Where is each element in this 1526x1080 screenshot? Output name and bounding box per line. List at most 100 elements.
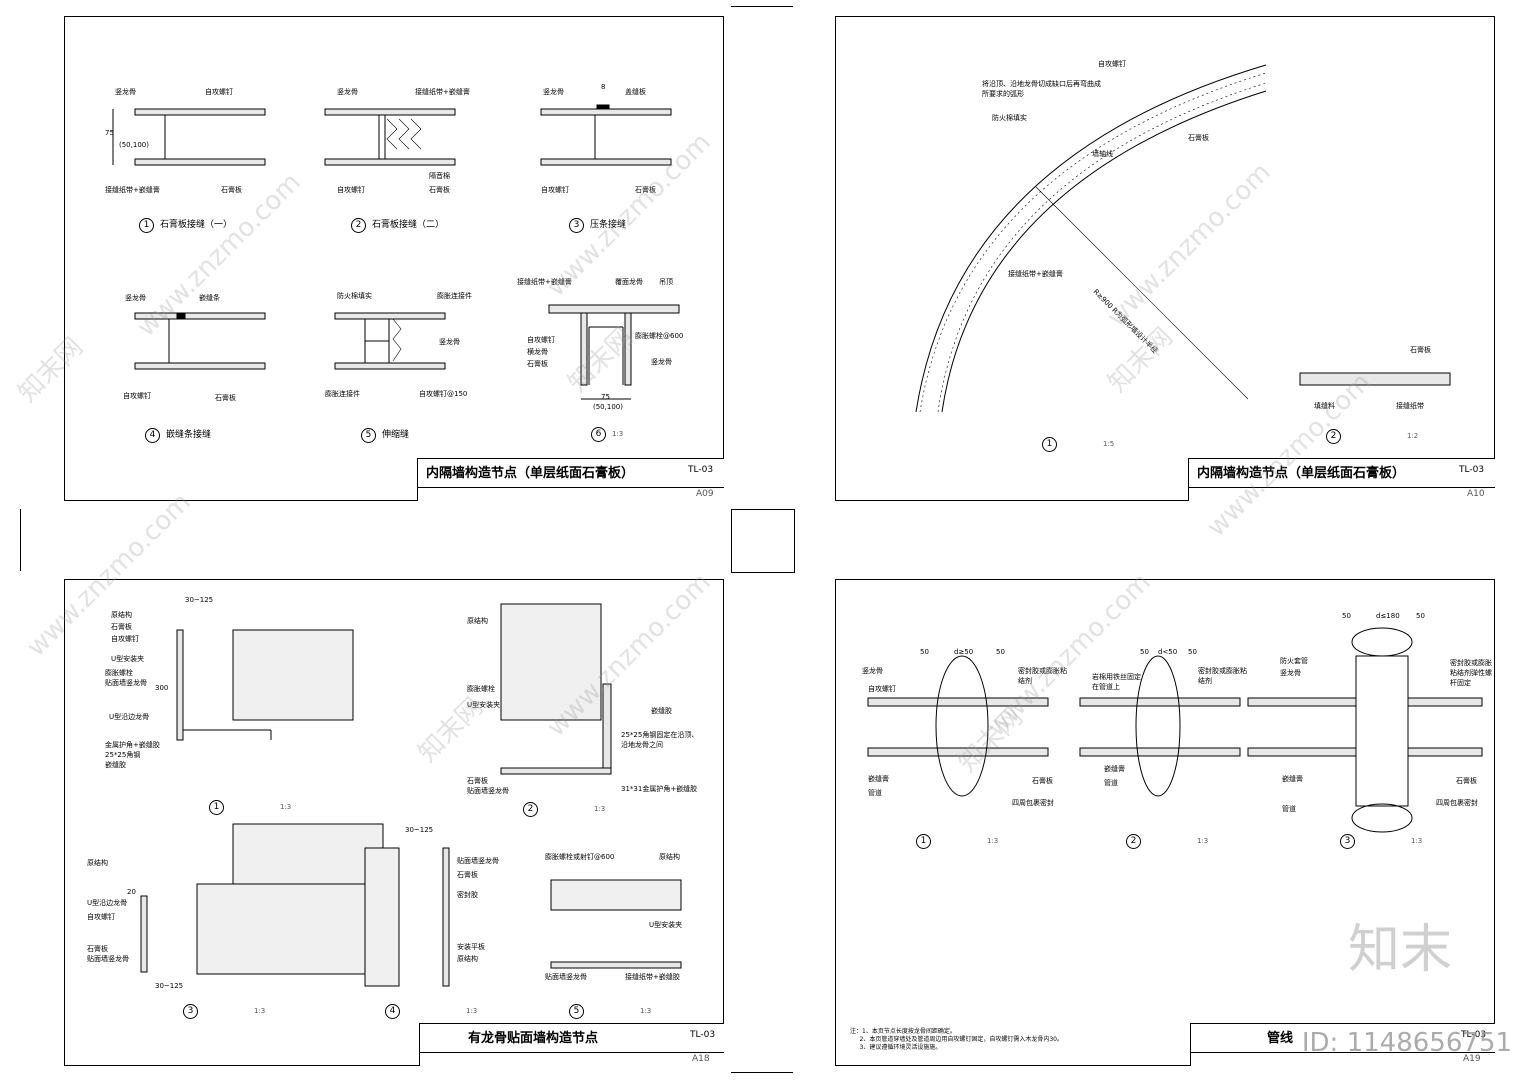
bottom-mark <box>731 1072 793 1073</box>
br-label-14: 嵌缝膏 <box>1282 775 1303 783</box>
detail-4-drawing <box>134 312 266 370</box>
bl-dim-0: 30~125 <box>185 596 214 604</box>
sheet-bottom-right: 50 d≥50 50 竖龙骨 自攻螺钉 密封胶或膨胀粘结剂 嵌缝膏 管道 石膏板… <box>835 579 1495 1066</box>
bl-label-3: U型安装夹 <box>111 655 145 663</box>
d2-label-2: 自攻螺钉 <box>337 186 365 194</box>
d6-label-6: 膨胀螺栓@600 <box>635 332 684 340</box>
d5-label-3: 膨胀连接件 <box>325 390 360 398</box>
bl-label-16: 贴面墙竖龙骨 <box>467 787 509 795</box>
br-label-12: 竖龙骨 <box>1280 669 1301 677</box>
detail-6-drawing <box>548 304 680 400</box>
br-dim-50f: 50 <box>1416 612 1425 620</box>
tr-label-4: 墙轴线 <box>1092 150 1113 158</box>
br-label-5: 石膏板 <box>1032 777 1053 785</box>
d1-dim-75: 75 <box>105 129 114 137</box>
bl-label-10: 原结构 <box>467 617 488 625</box>
br-label-3: 嵌缝膏 <box>868 775 889 783</box>
d1-dim-range: (50,100) <box>119 141 149 149</box>
d6-label-3: 自攻螺钉 <box>527 336 555 344</box>
br-label-15: 管道 <box>1282 805 1296 813</box>
tr-label-3: 石膏板 <box>1188 134 1209 142</box>
d6-label-2: 吊顶 <box>659 278 673 286</box>
sheet-title-tl: 内隔墙构造节点（单层纸面石膏板） <box>426 466 635 481</box>
bl-label-11: 膨胀螺栓 <box>467 685 495 693</box>
d6-label-5: 石膏板 <box>527 360 548 368</box>
arc-wall-drawing <box>915 64 1451 413</box>
center-box <box>731 509 795 573</box>
furring-wall-drawings <box>140 603 682 987</box>
d4-label-0: 竖龙骨 <box>125 294 146 302</box>
d6-label-4: 横龙骨 <box>527 348 548 356</box>
bl-label-24: 石膏板 <box>457 871 478 879</box>
tr-label-0: 自攻螺钉 <box>1098 60 1126 68</box>
bl-dim-0c: 30~125 <box>405 826 434 834</box>
left-mark <box>20 509 21 571</box>
tr-label-6: 石膏板 <box>1410 346 1431 354</box>
br-label-17: 四周包裹密封 <box>1436 799 1478 807</box>
br-dim-50d: 50 <box>1188 648 1197 656</box>
bl-label-1: 石膏板 <box>111 623 132 631</box>
detail-drawings-tl <box>112 104 680 400</box>
d3-label-1: 盖缝板 <box>625 88 646 96</box>
br-label-1: 自攻螺钉 <box>868 685 896 693</box>
bl-label-7: 金属护角+嵌缝胶 <box>105 741 160 749</box>
bl-label-32: 接缝纸带+嵌缝胶 <box>625 973 680 981</box>
bl-dim-2: 20 <box>127 888 136 896</box>
bl-label-13: 嵌缝胶 <box>651 707 672 715</box>
bl-label-17: 31*31金属护角+嵌缝胶 <box>621 785 698 793</box>
bl-label-6: U型沿边龙骨 <box>109 713 150 721</box>
d3-dim-8: 8 <box>601 83 606 91</box>
bl-label-8: 25*25角钢 <box>105 751 141 759</box>
detail-5-drawing <box>334 312 446 370</box>
tr-label-8: 接缝纸带 <box>1396 402 1424 410</box>
d6-label-7: 竖龙骨 <box>651 358 672 366</box>
bl-label-30: U型安装夹 <box>649 921 683 929</box>
sheet-code-bl: TL-03 <box>690 1030 716 1040</box>
br-label-11: 防火套管 <box>1280 657 1308 665</box>
title-block-br: 管线 TL-03 A19 <box>1190 1023 1495 1066</box>
d1-label-0: 竖龙骨 <box>115 88 136 96</box>
detail-3-drawing <box>540 104 672 166</box>
pipe-penetration-drawings <box>867 627 1483 833</box>
bl-label-31: 贴面墙竖龙骨 <box>545 973 587 981</box>
sheet-code-tl: TL-03 <box>688 465 714 475</box>
br-dim-50a: 50 <box>920 648 929 656</box>
br-label-7: 岩棉用铁丝固定在管道上 <box>1092 673 1141 691</box>
d1-label-3: 石膏板 <box>221 186 242 194</box>
tr-label-1: 将沿顶、沿地龙骨切成缺口后再弯曲成所要求的弧形 <box>982 80 1101 98</box>
d3-label-3: 石膏板 <box>635 186 656 194</box>
br-dim-50b: 50 <box>996 648 1005 656</box>
d4-label-3: 石膏板 <box>215 394 236 402</box>
br-dim-d3: d≤180 <box>1376 612 1400 620</box>
br-label-8: 密封胶或膨胀粘结剂 <box>1198 667 1247 685</box>
bl-label-27: 原结构 <box>457 955 478 963</box>
sheet-page-br: A19 <box>1463 1054 1481 1064</box>
br-label-13: 密封胶或膨胀粘结剂弹性螺杆固定 <box>1450 659 1492 687</box>
br-label-9: 嵌缝膏 <box>1104 765 1125 773</box>
d5-label-1: 膨胀连接件 <box>437 292 472 300</box>
general-notes: 注：1、本页节点长度按龙骨间距确定。 2、本页管道穿墙处及管道周边用自攻螺钉固定… <box>850 1028 1063 1051</box>
sheet-page-tr: A10 <box>1467 489 1485 499</box>
bl-label-19: U型沿边龙骨 <box>87 899 128 907</box>
bl-label-12: U型安装夹 <box>467 701 501 709</box>
br-label-6: 四周包裹密封 <box>1012 799 1054 807</box>
top-mark <box>731 6 793 7</box>
bl-label-29: 原结构 <box>659 853 680 861</box>
sheet-title-bl: 有龙骨贴面墙构造节点 <box>468 1031 599 1046</box>
title-grid-tr: A10 <box>1189 487 1495 501</box>
br-label-0: 竖龙骨 <box>862 667 883 675</box>
sheet-page-bl: A18 <box>692 1054 710 1064</box>
br-dim-d1: d≥50 <box>954 648 974 656</box>
d5-label-2: 竖龙骨 <box>439 338 460 346</box>
